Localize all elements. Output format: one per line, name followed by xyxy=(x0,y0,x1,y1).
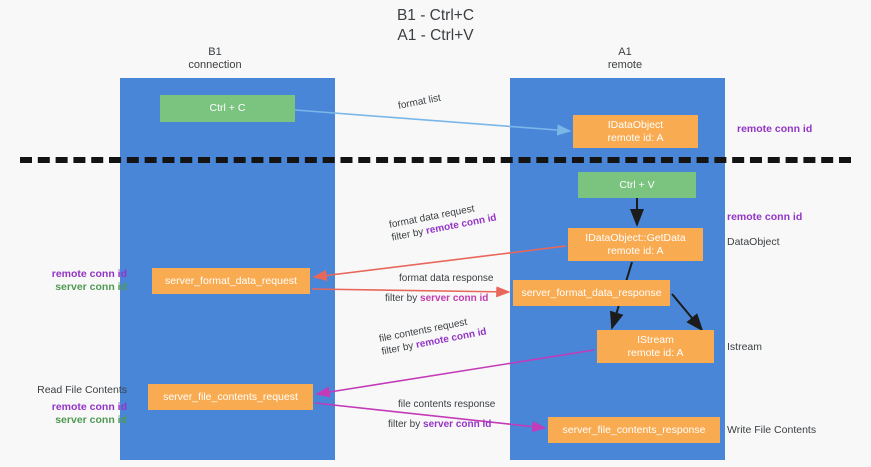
edge-label-file-contents-response: file contents response filter by server … xyxy=(388,398,495,431)
annotation-left-conn-ids: remote conn id server conn id xyxy=(22,268,127,294)
node-server-file-contents-request[interactable]: server_file_contents_request xyxy=(148,384,313,410)
arrow-file-contents-request xyxy=(315,349,595,398)
annotation-left-conn-ids-bottom: remote conn id server conn id xyxy=(22,401,127,427)
filter-server-conn-id: server conn id xyxy=(420,293,489,304)
node-server-file-contents-response[interactable]: server_file_contents_response xyxy=(548,417,720,443)
filter-prefix: filter by xyxy=(385,293,421,304)
edge-label-file-contents-response-text: file contents response xyxy=(398,399,496,410)
annotation-dataobject: DataObject xyxy=(727,236,780,248)
annotation-left-remote-conn-id: remote conn id xyxy=(51,268,127,280)
node-ctrl-c[interactable]: Ctrl + C xyxy=(160,95,295,122)
annotation-remote-conn-id-top: remote conn id xyxy=(737,123,813,135)
page-title: B1 - Ctrl+C A1 - Ctrl+V xyxy=(396,7,475,44)
node-idataobject[interactable]: IDataObject remote id: A xyxy=(573,115,698,148)
annotation-read-file-contents: Read File Contents xyxy=(37,384,127,396)
arrow-format-list xyxy=(294,109,572,136)
node-server-format-data-request[interactable]: server_format_data_request xyxy=(152,268,310,294)
filter-prefix: filter by xyxy=(388,419,424,430)
annotation-left-remote-conn-id-bottom: remote conn id xyxy=(51,401,127,413)
arrow-format-data-response xyxy=(311,286,511,298)
annotation-istream: Istream xyxy=(727,341,763,353)
node-ctrl-v[interactable]: Ctrl + V xyxy=(578,172,696,198)
node-idataobject-getdata[interactable]: IDataObject::GetData remote id: A xyxy=(568,228,703,261)
divider-dashed-line xyxy=(20,157,851,163)
annotation-left-server-conn-id-bottom: server conn id xyxy=(55,414,127,426)
edge-filter-file-contents-response: filter by server conn id xyxy=(388,418,495,431)
arrow-response-to-istream xyxy=(671,293,704,332)
annotation-left-server-conn-id: server conn id xyxy=(55,281,127,293)
edge-filter-format-data-response: filter by server conn id xyxy=(385,292,494,305)
node-istream[interactable]: IStream remote id: A xyxy=(597,330,714,363)
arrow-file-contents-response xyxy=(314,402,547,433)
lane-header-b1: B1 connection xyxy=(188,46,242,71)
lane-header-a1: A1 remote xyxy=(607,46,643,71)
annotation-remote-conn-id-mid: remote conn id xyxy=(727,211,803,223)
annotation-write-file-contents: Write File Contents xyxy=(727,424,817,436)
node-server-format-data-response[interactable]: server_format_data_response xyxy=(513,280,670,306)
edge-label-format-data-response: format data response filter by server co… xyxy=(385,272,494,305)
arrow-format-data-request xyxy=(312,245,567,281)
edge-label-format-data-response-text: format data response xyxy=(399,273,494,284)
filter-server-conn-id: server conn id xyxy=(423,419,492,430)
